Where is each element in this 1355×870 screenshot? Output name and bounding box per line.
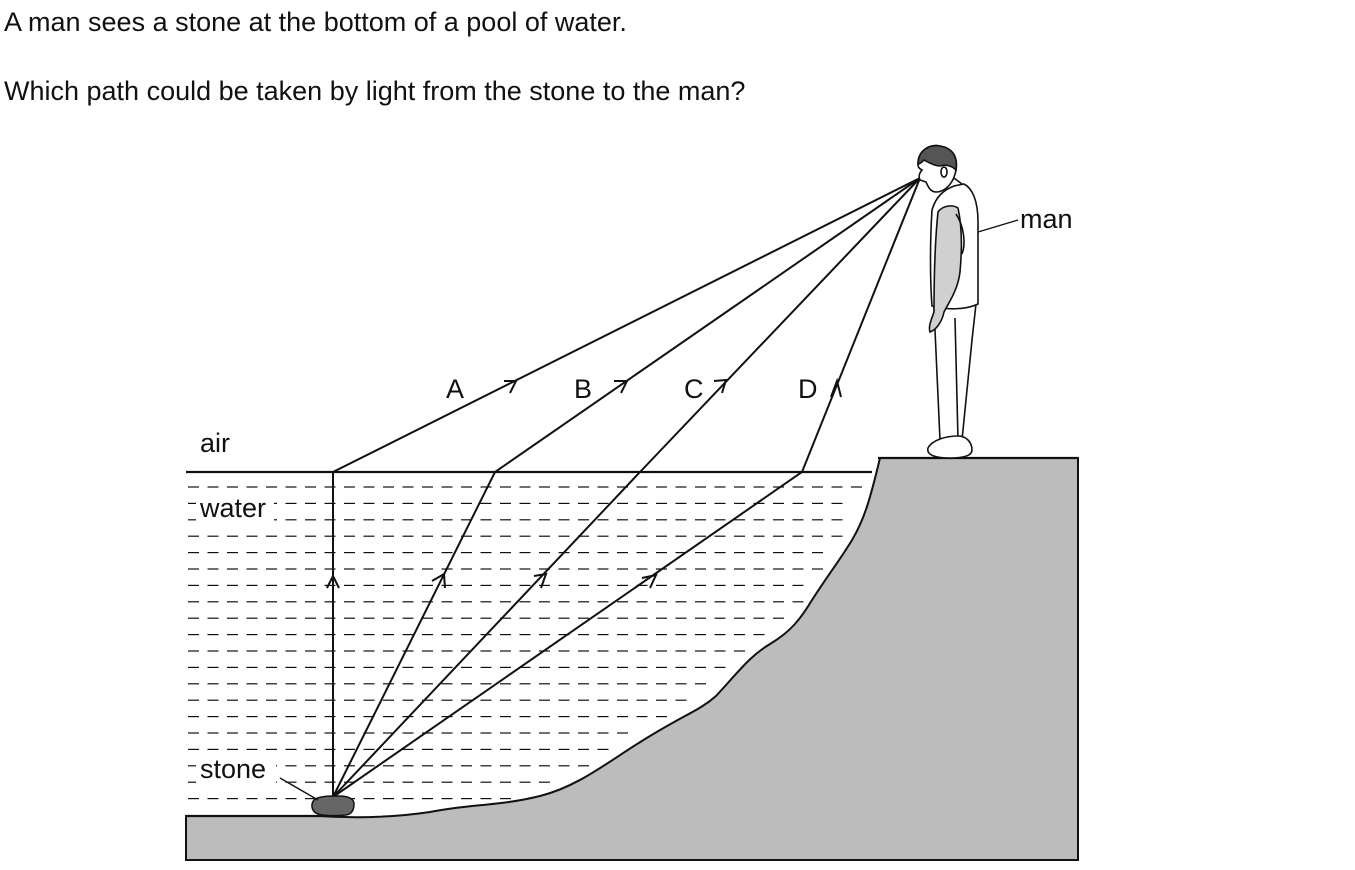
light-path-C (332, 177, 921, 798)
question-line-1: A man sees a stone at the bottom of a po… (4, 7, 627, 37)
stone-leader-line (279, 777, 319, 801)
water-label: water (199, 493, 266, 523)
option-C-label: C (684, 374, 704, 404)
man-figure (917, 144, 979, 459)
light-path-B (332, 177, 921, 798)
water-hatching (188, 486, 862, 800)
pool-bank (185, 457, 1079, 861)
man-label: man (1020, 204, 1073, 234)
question-line-2: Which path could be taken by light from … (4, 76, 746, 106)
option-B-label: B (574, 374, 592, 404)
option-D-label: D (798, 374, 818, 404)
stone (311, 795, 355, 817)
light-path-D (332, 177, 921, 798)
option-A-label: A (446, 374, 464, 404)
stone-label: stone (200, 754, 266, 784)
air-label: air (200, 428, 230, 458)
light-path-A (326, 177, 921, 797)
man-leader-line (977, 219, 1019, 233)
